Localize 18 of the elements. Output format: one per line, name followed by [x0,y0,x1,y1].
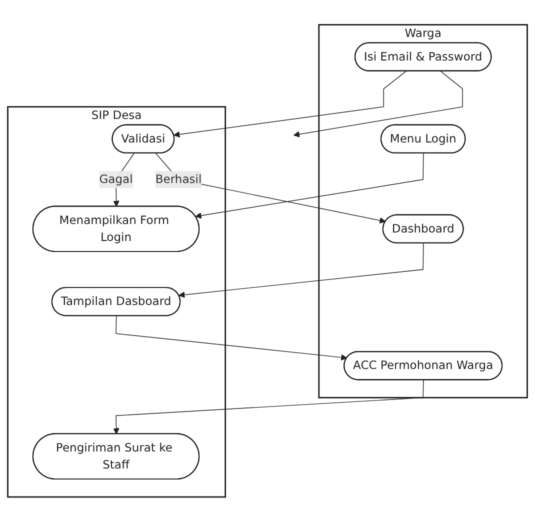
activity-node: Isi Email & Password [354,42,492,72]
edge-label: Gagal [99,171,133,188]
activity-node: Pengiriman Surat ke Staff [32,433,200,480]
activity-node: ACC Permohonan Warga [344,351,503,380]
activity-node: Menampilkan Form Login [32,206,200,252]
edge-label: Berhasil [155,171,202,188]
lane-title: SIP Desa [91,108,142,122]
activity-node: Menu Login [380,124,466,154]
activity-node: Validasi [112,124,175,154]
arrow [174,70,407,138]
arrow [178,243,424,298]
activity-node: Dashboard [382,214,464,244]
arrow [293,70,463,138]
lane-title: Warga [404,26,442,40]
arrow [113,380,424,434]
activity-node: Tampilan Dasboard [51,287,181,316]
arrow [116,316,348,361]
arrow [195,153,424,219]
